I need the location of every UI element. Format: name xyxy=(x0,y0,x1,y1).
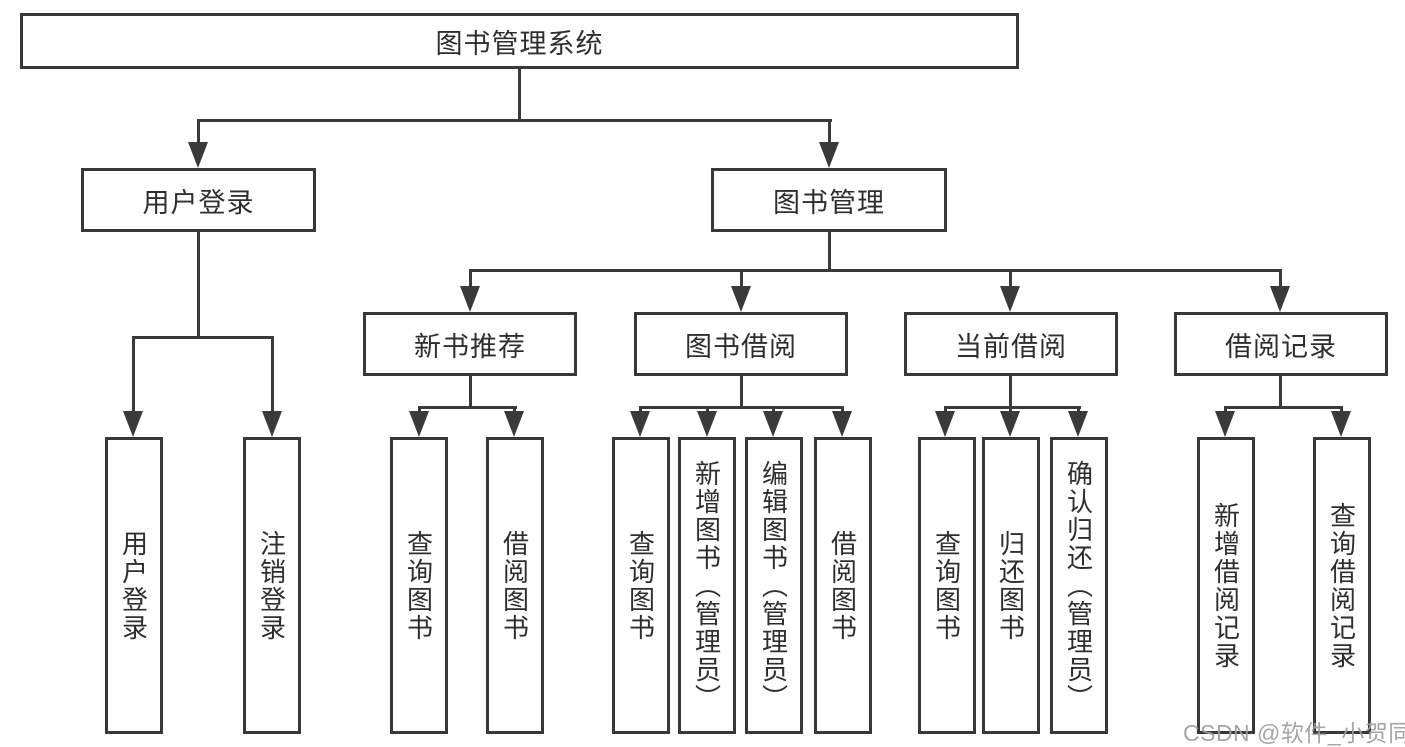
leaf-return-book-label: 归还图书 xyxy=(995,529,1026,642)
leaf-add-record: 新增借阅记录 xyxy=(1197,437,1255,734)
arrowhead-query-book-1 xyxy=(409,411,429,437)
arrowhead-add-record xyxy=(1215,411,1235,437)
leaf-borrow-book-2-label: 借阅图书 xyxy=(827,529,858,642)
leaf-borrow-book-1: 借阅图书 xyxy=(486,437,544,734)
arrowhead-query-record xyxy=(1331,411,1351,437)
connector-root-stem xyxy=(518,68,521,121)
connector-drop-book-mgmt xyxy=(828,119,831,147)
node-user-login: 用户登录 xyxy=(81,168,316,232)
leaf-query-book-3: 查询图书 xyxy=(918,437,976,734)
arrowhead-add-book xyxy=(697,411,717,437)
leaf-logout-label: 注销登录 xyxy=(256,529,287,642)
connector-new-book-rec-stem xyxy=(469,375,472,408)
leaf-confirm-return-label: 确认归还（管理员） xyxy=(1063,459,1094,712)
node-user-login-label: 用户登录 xyxy=(142,187,255,218)
connector-drop-add-record xyxy=(1224,406,1227,413)
node-book-borrow: 图书借阅 xyxy=(634,312,848,376)
connector-book-borrow-bus xyxy=(639,406,844,409)
arrowhead-borrow-book-2 xyxy=(832,411,852,437)
arrowhead-borrow-book-1 xyxy=(504,411,524,437)
connector-drop-new-book-rec xyxy=(469,269,472,289)
connector-drop-edit-book xyxy=(772,406,775,413)
leaf-query-book-1: 查询图书 xyxy=(390,437,448,734)
arrowhead-current-borrow xyxy=(1000,286,1020,312)
leaf-borrow-book-2: 借阅图书 xyxy=(814,437,872,734)
connector-user-login-stem xyxy=(197,231,200,338)
watermark: CSDN @软件_小贺同学 xyxy=(1183,720,1405,746)
leaf-edit-book: 编辑图书（管理员） xyxy=(745,437,803,734)
leaf-borrow-book-1-label: 借阅图书 xyxy=(499,529,530,642)
leaf-user-login-label: 用户登录 xyxy=(118,529,149,642)
arrowhead-query-book-2 xyxy=(630,411,650,437)
arrowhead-borrow-records xyxy=(1270,286,1290,312)
node-borrow-records-label: 借阅记录 xyxy=(1225,331,1337,362)
connector-current-borrow-stem xyxy=(1009,375,1012,408)
connector-current-borrow-bus xyxy=(944,406,1081,409)
connector-drop-book-borrow xyxy=(740,269,743,289)
leaf-add-record-label: 新增借阅记录 xyxy=(1210,501,1241,670)
leaf-query-record: 查询借阅记录 xyxy=(1313,437,1371,734)
connector-borrow-records-bus xyxy=(1224,406,1343,409)
connector-drop-query-book-3 xyxy=(944,406,947,413)
leaf-edit-book-label: 编辑图书（管理员） xyxy=(758,459,789,712)
connector-root-bus xyxy=(197,119,832,122)
node-root: 图书管理系统 xyxy=(20,13,1019,69)
node-new-book-rec: 新书推荐 xyxy=(363,312,577,376)
leaf-query-book-2: 查询图书 xyxy=(612,437,670,734)
connector-drop-query-book-2 xyxy=(639,406,642,413)
connector-drop-borrow-records xyxy=(1279,269,1282,289)
leaf-confirm-return: 确认归还（管理员） xyxy=(1050,437,1108,734)
node-root-label: 图书管理系统 xyxy=(435,28,604,59)
connector-drop-confirm-return xyxy=(1077,406,1080,413)
connector-book-mgmt-stem xyxy=(828,231,831,271)
node-current-borrow: 当前借阅 xyxy=(904,312,1118,376)
leaf-return-book: 归还图书 xyxy=(982,437,1040,734)
leaf-query-book-2-label: 查询图书 xyxy=(625,529,656,642)
node-book-borrow-label: 图书借阅 xyxy=(685,331,797,362)
arrowhead-leaf-logout xyxy=(262,411,282,437)
arrowhead-book-mgmt xyxy=(819,142,839,168)
leaf-query-book-1-label: 查询图书 xyxy=(403,529,434,642)
arrowhead-leaf-user-login xyxy=(123,411,143,437)
arrowhead-query-book-3 xyxy=(935,411,955,437)
node-new-book-rec-label: 新书推荐 xyxy=(414,331,526,362)
arrowhead-book-borrow xyxy=(731,286,751,312)
connector-user-login-bus xyxy=(132,336,274,339)
connector-borrow-records-stem xyxy=(1279,375,1282,408)
leaf-query-record-label: 查询借阅记录 xyxy=(1326,501,1357,670)
node-current-borrow-label: 当前借阅 xyxy=(955,331,1067,362)
leaf-add-book: 新增图书（管理员） xyxy=(678,437,736,734)
connector-drop-leaf-user-login xyxy=(132,336,135,412)
connector-drop-return-book xyxy=(1009,406,1012,413)
connector-drop-add-book xyxy=(706,406,709,413)
leaf-query-book-3-label: 查询图书 xyxy=(931,529,962,642)
connector-drop-query-book-1 xyxy=(418,406,421,413)
leaf-add-book-label: 新增图书（管理员） xyxy=(691,459,722,712)
connector-drop-leaf-logout xyxy=(271,336,274,412)
connector-new-book-rec-bus xyxy=(418,406,517,409)
leaf-logout: 注销登录 xyxy=(243,437,301,734)
connector-drop-query-record xyxy=(1340,406,1343,413)
arrowhead-edit-book xyxy=(763,411,783,437)
connector-book-mgmt-bus xyxy=(469,269,1282,272)
connector-drop-borrow-book-1 xyxy=(513,406,516,413)
connector-drop-borrow-book-2 xyxy=(841,406,844,413)
arrowhead-new-book-rec xyxy=(460,286,480,312)
connector-drop-user-login xyxy=(197,119,200,147)
node-book-mgmt: 图书管理 xyxy=(711,168,947,232)
leaf-user-login: 用户登录 xyxy=(105,437,163,734)
node-borrow-records: 借阅记录 xyxy=(1174,312,1388,376)
arrowhead-user-login xyxy=(188,142,208,168)
arrowhead-return-book xyxy=(1000,411,1020,437)
arrowhead-confirm-return xyxy=(1068,411,1088,437)
connector-drop-current-borrow xyxy=(1009,269,1012,289)
node-book-mgmt-label: 图书管理 xyxy=(773,187,885,218)
connector-book-borrow-stem xyxy=(740,375,743,408)
